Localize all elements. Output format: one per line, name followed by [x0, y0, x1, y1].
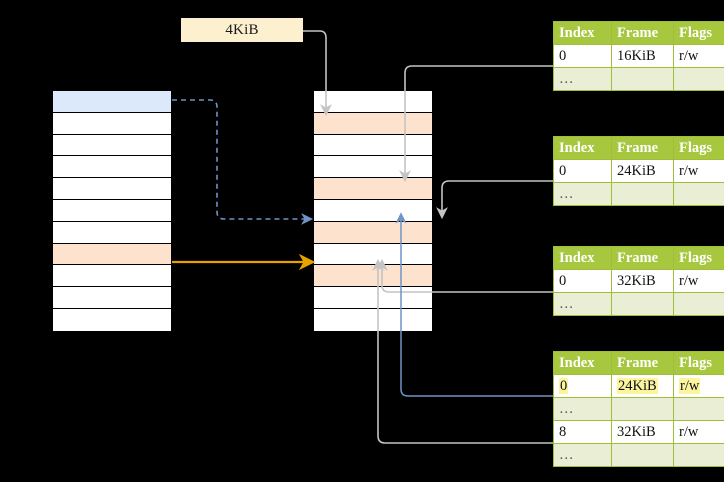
table-cell-index: … [553, 397, 612, 421]
table-cell-index: 0 [553, 374, 612, 398]
table-row: 0 24KiB r/w [553, 374, 724, 398]
virtual-page-cell [53, 178, 171, 200]
table-cell-frame [611, 67, 674, 91]
table-cell-flags [673, 397, 724, 421]
virtual-page-cell [53, 243, 171, 266]
cell-highlight: 24KiB [617, 377, 658, 394]
physical-frame-cell [314, 199, 432, 222]
column-header-index: Index [553, 351, 612, 375]
physical-frame-cell [314, 287, 432, 309]
table-row: … [553, 397, 724, 421]
physical-frame-cell [314, 265, 432, 288]
page-size-label-text: 4KiB [225, 21, 259, 38]
physical-frame-cell [314, 308, 432, 331]
table-cell-frame [611, 397, 674, 421]
virtual-page-cell [53, 112, 171, 135]
physical-frame-cell [314, 134, 432, 157]
column-header-flags: Flags [673, 136, 724, 160]
table-cell-index: … [553, 443, 612, 467]
table-cell-index: … [553, 67, 612, 91]
wire-virtual-blue-to-physical [172, 99, 314, 225]
table-cell-flags [673, 443, 724, 467]
table-cell-frame: 16KiB [611, 44, 674, 68]
table-cell-frame [611, 182, 674, 206]
table-cell-frame: 24KiB [611, 159, 674, 183]
table-row: … [553, 67, 724, 91]
virtual-page-cell [53, 265, 171, 288]
table-cell-index: 0 [553, 159, 612, 183]
virtual-page-cell [53, 221, 171, 244]
table-cell-flags [673, 292, 724, 316]
virtual-page-cell [53, 91, 171, 113]
virtual-page-cell [53, 199, 171, 222]
virtual-page-cell [53, 287, 171, 309]
column-header-index: Index [553, 136, 612, 160]
table-cell-flags: r/w [673, 159, 724, 183]
table-cell-index: 0 [553, 44, 612, 68]
cell-highlight: 0 [559, 377, 569, 394]
table-cell-flags: r/w [673, 420, 724, 444]
table-cell-frame: 32KiB [611, 420, 674, 444]
cell-highlight: r/w [679, 377, 701, 394]
table-cell-frame: 24KiB [611, 374, 674, 398]
table-cell-index: 8 [553, 420, 612, 444]
table-cell-index: … [553, 182, 612, 206]
table-cell-flags: r/w [673, 269, 724, 293]
table-cell-frame [611, 292, 674, 316]
virtual-page-cell [53, 134, 171, 157]
page-size-label: 4KiB [181, 18, 303, 42]
column-header-frame: Frame [611, 246, 674, 270]
physical-frame-cell [314, 112, 432, 135]
wire-table2-to-memory [436, 180, 553, 220]
physical-frame-cell [314, 178, 432, 200]
table-cell-index: … [553, 292, 612, 316]
physical-frame-cell [314, 221, 432, 244]
virtual-address-space-column [52, 90, 172, 331]
table-cell-flags [673, 182, 724, 206]
physical-frame-cell [314, 243, 432, 266]
virtual-page-cell [53, 156, 171, 179]
table-cell-flags: r/w [673, 44, 724, 68]
table-cell-flags [673, 67, 724, 91]
physical-frame-cell [314, 156, 432, 179]
column-header-flags: Flags [673, 351, 724, 375]
column-header-flags: Flags [673, 246, 724, 270]
column-header-index: Index [553, 246, 612, 270]
table-row: … [553, 292, 724, 316]
column-header-flags: Flags [673, 21, 724, 45]
physical-frame-cell [314, 91, 432, 113]
virtual-page-cell [53, 308, 171, 331]
table-cell-flags: r/w [673, 374, 724, 398]
column-header-frame: Frame [611, 136, 674, 160]
table-row: … [553, 182, 724, 206]
column-header-index: Index [553, 21, 612, 45]
table-cell-frame: 32KiB [611, 269, 674, 293]
column-header-frame: Frame [611, 21, 674, 45]
table-cell-frame [611, 443, 674, 467]
column-header-frame: Frame [611, 351, 674, 375]
table-row: … [553, 443, 724, 467]
physical-memory-column [313, 90, 433, 331]
table-cell-index: 0 [553, 269, 612, 293]
